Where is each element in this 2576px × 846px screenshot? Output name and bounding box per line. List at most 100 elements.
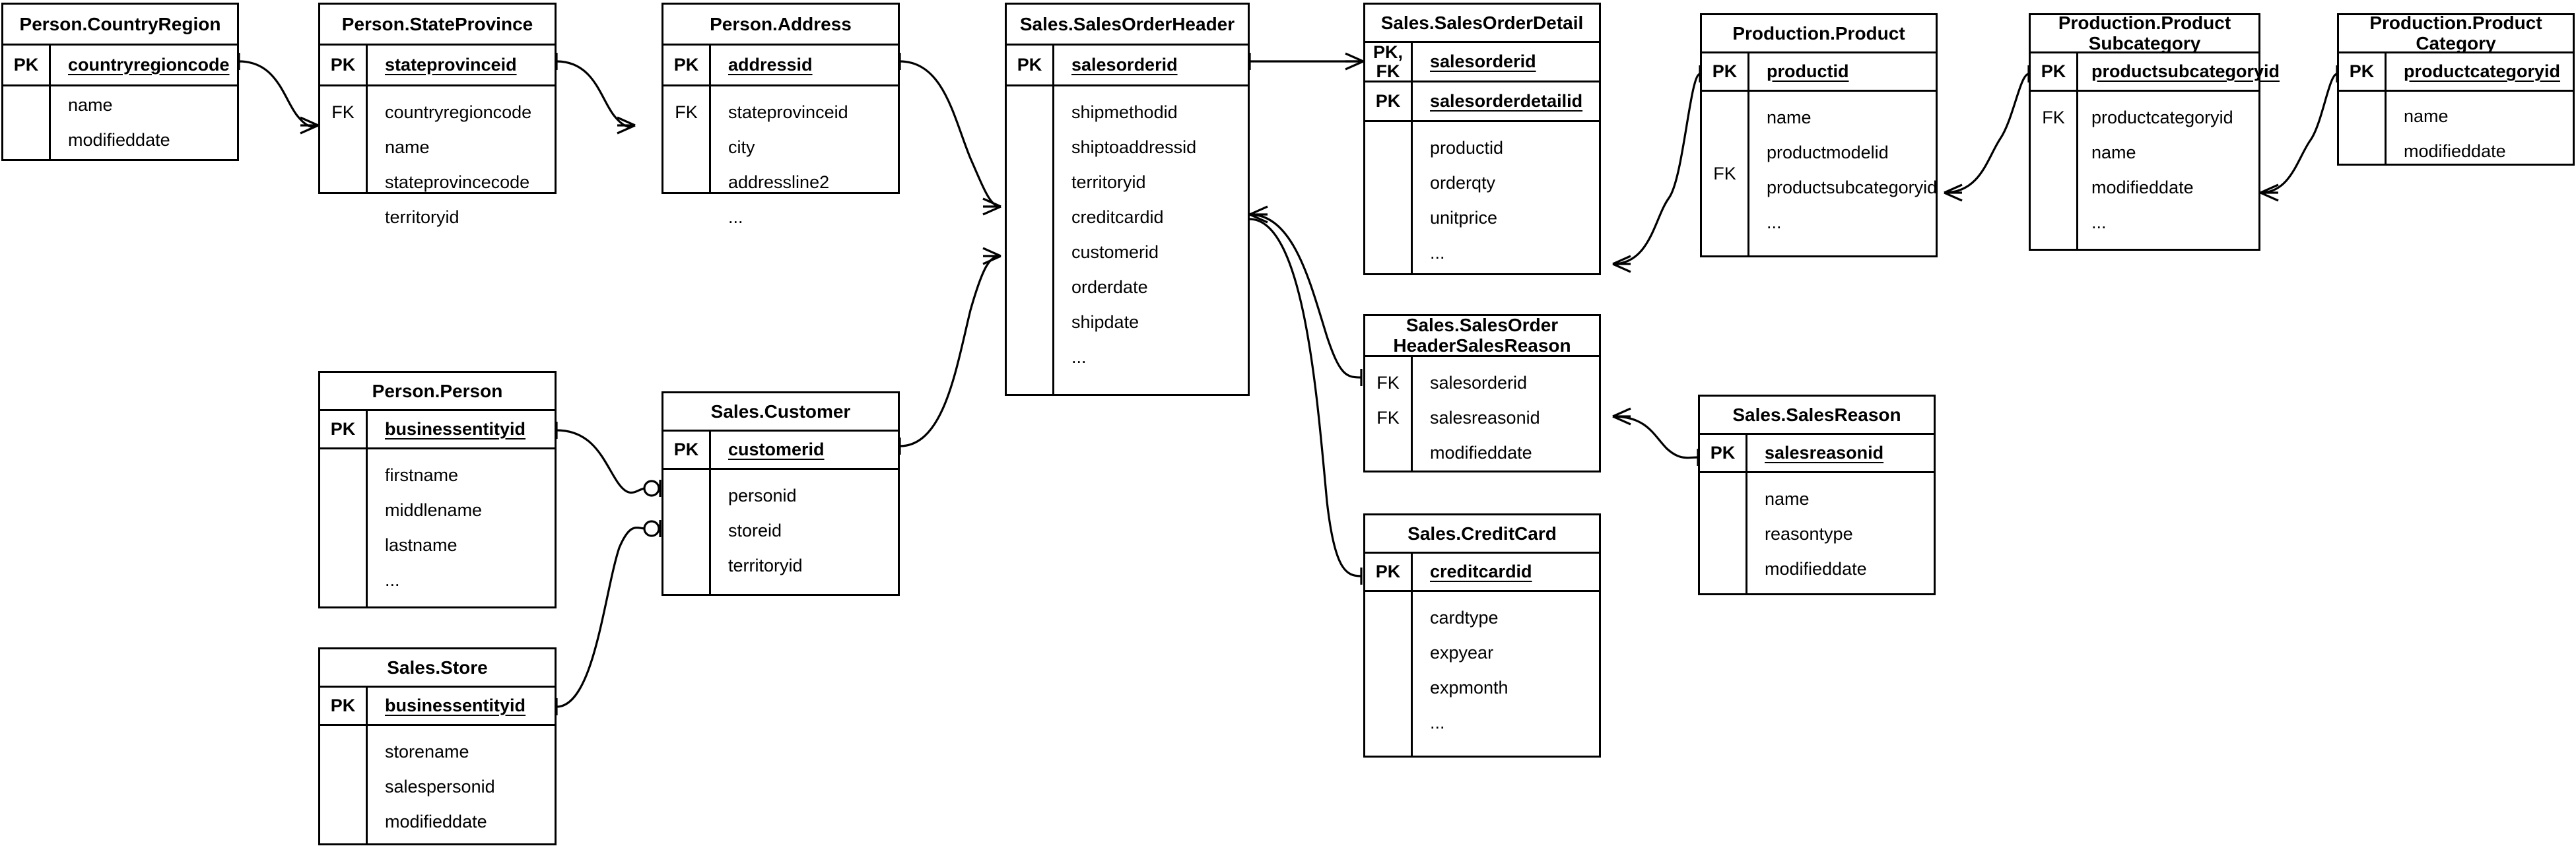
attribute-name: city <box>728 137 755 157</box>
attribute-name: ... <box>1767 212 1782 232</box>
pk-fk-row: PK, FK salesorderid <box>1365 43 1599 82</box>
key-badge-pk: PK <box>1007 46 1054 84</box>
rel-product-productsubcategory <box>1944 65 2030 202</box>
attribute-name: salesorderid <box>1430 51 1536 71</box>
pk-row: PK businessentityid <box>320 688 555 726</box>
pk-row: PK customerid <box>663 432 898 470</box>
attribute-block: personid storeid territoryid <box>663 470 898 594</box>
attribute-block: name reasontype modifieddate <box>1700 473 1934 593</box>
entity-person-person[interactable]: Person.Person PK businessentityid firstn… <box>318 371 557 608</box>
attribute-name: productsubcategoryid <box>1767 178 1938 197</box>
attribute-name: modifieddate <box>1765 559 1867 579</box>
attribute-list: shipmethodid shiptoaddressid territoryid… <box>1054 86 1248 394</box>
attribute-name: productmodelid <box>1767 143 1889 162</box>
attribute-name: shiptoaddressid <box>1071 137 1197 157</box>
entity-title: Sales.SalesReason <box>1700 397 1934 435</box>
attribute-name: cardtype <box>1430 608 1499 628</box>
key-badge-fk: FK <box>2031 92 2078 249</box>
attribute-list: name productmodelid productsubcategoryid… <box>1749 92 1937 255</box>
attribute-name: creditcardid <box>1071 207 1164 227</box>
attribute-block: FK stateprovinceid city addressline2 ... <box>663 86 898 227</box>
key-badge-empty <box>1365 122 1413 273</box>
attribute-name: name <box>1767 108 1812 127</box>
attribute-list: stateprovinceid city addressline2 ... <box>711 86 898 227</box>
attribute-name: ... <box>2091 212 2107 232</box>
entity-sales-creditcard[interactable]: Sales.CreditCard PK creditcardid cardtyp… <box>1363 513 1601 758</box>
key-badge-pk: PK <box>3 46 51 84</box>
entity-production-productcategory[interactable]: Production.Product Category PK productca… <box>2337 13 2575 166</box>
entity-title: Production.Product <box>1702 15 1936 53</box>
attribute-name: countryregioncode <box>68 55 230 75</box>
attribute-name: salesreasonid <box>1765 443 1884 463</box>
attribute-name: creditcardid <box>1430 562 1532 581</box>
attribute-list: productid orderqty unitprice ... <box>1413 122 1599 273</box>
attribute-name: middlename <box>385 500 483 520</box>
entity-sales-store[interactable]: Sales.Store PK businessentityid storenam… <box>318 647 557 845</box>
attribute-name: countryregioncode <box>385 102 532 122</box>
entity-sales-salesorderheadersalesreason[interactable]: Sales.SalesOrder HeaderSalesReason FK FK… <box>1363 314 1601 472</box>
pk-row: PK countryregioncode <box>3 46 237 86</box>
entity-title: Sales.SalesOrder HeaderSalesReason <box>1365 314 1599 357</box>
key-badge-pk: PK <box>1700 435 1747 471</box>
entity-person-countryregion[interactable]: Person.CountryRegion PK countryregioncod… <box>1 3 239 161</box>
entity-production-productsubcategory[interactable]: Production.Product Subcategory PK produc… <box>2029 13 2280 251</box>
pk-row: PK productsubcategoryid <box>2031 53 2280 92</box>
key-badge-pk: PK <box>1702 53 1749 90</box>
pk-row: PK addressid <box>663 46 898 86</box>
key-badge-empty <box>2339 92 2387 164</box>
rel-customer-salesorderheader <box>898 247 1001 455</box>
attribute-name: customerid <box>728 439 825 459</box>
pk-row: PK salesorderid <box>1007 46 1248 86</box>
entity-production-product[interactable]: Production.Product PK productid FK name … <box>1700 13 1938 257</box>
attribute-name: storename <box>385 742 469 762</box>
attribute-name: addressline2 <box>728 172 830 192</box>
key-badge-pk: PK <box>663 432 711 468</box>
attribute-list: name modifieddate <box>2387 92 2573 164</box>
entity-sales-salesorderheader[interactable]: Sales.SalesOrderHeader PK salesorderid s… <box>1005 3 1250 396</box>
entity-sales-salesreason[interactable]: Sales.SalesReason PK salesreasonid name … <box>1698 395 1936 595</box>
attribute-name: addressid <box>728 55 813 75</box>
attribute-list: name reasontype modifieddate <box>1747 473 1934 593</box>
entity-person-stateprovince[interactable]: Person.StateProvince PK stateprovinceid … <box>318 3 557 227</box>
entity-title: Sales.CreditCard <box>1365 515 1599 554</box>
attribute-name: name <box>2091 143 2136 162</box>
pk-row: PK salesreasonid <box>1700 435 1934 473</box>
entity-person-address[interactable]: Person.Address PK addressid FK stateprov… <box>661 3 900 227</box>
attribute-name: name <box>385 137 430 157</box>
key-badge-pk: PK <box>2031 53 2078 90</box>
attribute-name: ... <box>728 207 743 227</box>
attribute-name: name <box>68 95 113 115</box>
attribute-block: FK countryregioncode name stateprovincec… <box>320 86 555 227</box>
attribute-block: firstname middlename lastname ... <box>320 449 555 606</box>
attribute-block: shipmethodid shiptoaddressid territoryid… <box>1007 86 1248 394</box>
attribute-name: salesreasonid <box>1430 408 1540 428</box>
attribute-list: storename salespersonid modifieddate <box>368 726 555 843</box>
key-badge-empty <box>1007 86 1054 394</box>
attribute-list: firstname middlename lastname ... <box>368 449 555 606</box>
attribute-name: territoryid <box>385 207 459 227</box>
pk-row: PK stateprovinceid <box>320 46 555 86</box>
entity-title-line: HeaderSalesReason <box>1393 335 1571 356</box>
entity-sales-customer[interactable]: Sales.Customer PK customerid personid st… <box>661 391 900 596</box>
rel-salesorderdetail-product <box>1612 65 1701 273</box>
entity-title: Sales.Customer <box>663 393 898 432</box>
key-badge-pk: PK <box>320 688 368 724</box>
rel-headersalesreason-salesreason <box>1612 407 1699 466</box>
key-badge-column: FK FK <box>1365 357 1413 472</box>
attribute-name: modifieddate <box>2404 141 2506 161</box>
key-badge-pk: PK <box>2339 53 2387 90</box>
attribute-block: productid orderqty unitprice ... <box>1365 122 1599 273</box>
attribute-name: lastname <box>385 535 458 555</box>
entity-title-line: Sales.SalesOrder <box>1406 314 1559 335</box>
attribute-name: ... <box>1430 713 1445 732</box>
attribute-name: salesorderid <box>1071 55 1178 75</box>
attribute-name: expmonth <box>1430 678 1508 698</box>
pk-row: PK businessentityid <box>320 411 555 449</box>
entity-sales-salesorderdetail[interactable]: Sales.SalesOrderDetail PK, FK salesorder… <box>1363 3 1601 275</box>
attribute-name: customerid <box>1071 242 1159 262</box>
entity-title: Sales.SalesOrderDetail <box>1365 5 1599 43</box>
key-badge-pk: PK <box>1365 554 1413 590</box>
key-badge-fk: FK <box>1702 92 1749 255</box>
attribute-name: productid <box>1767 61 1849 81</box>
attribute-block: FK name productmodelid productsubcategor… <box>1702 92 1937 255</box>
